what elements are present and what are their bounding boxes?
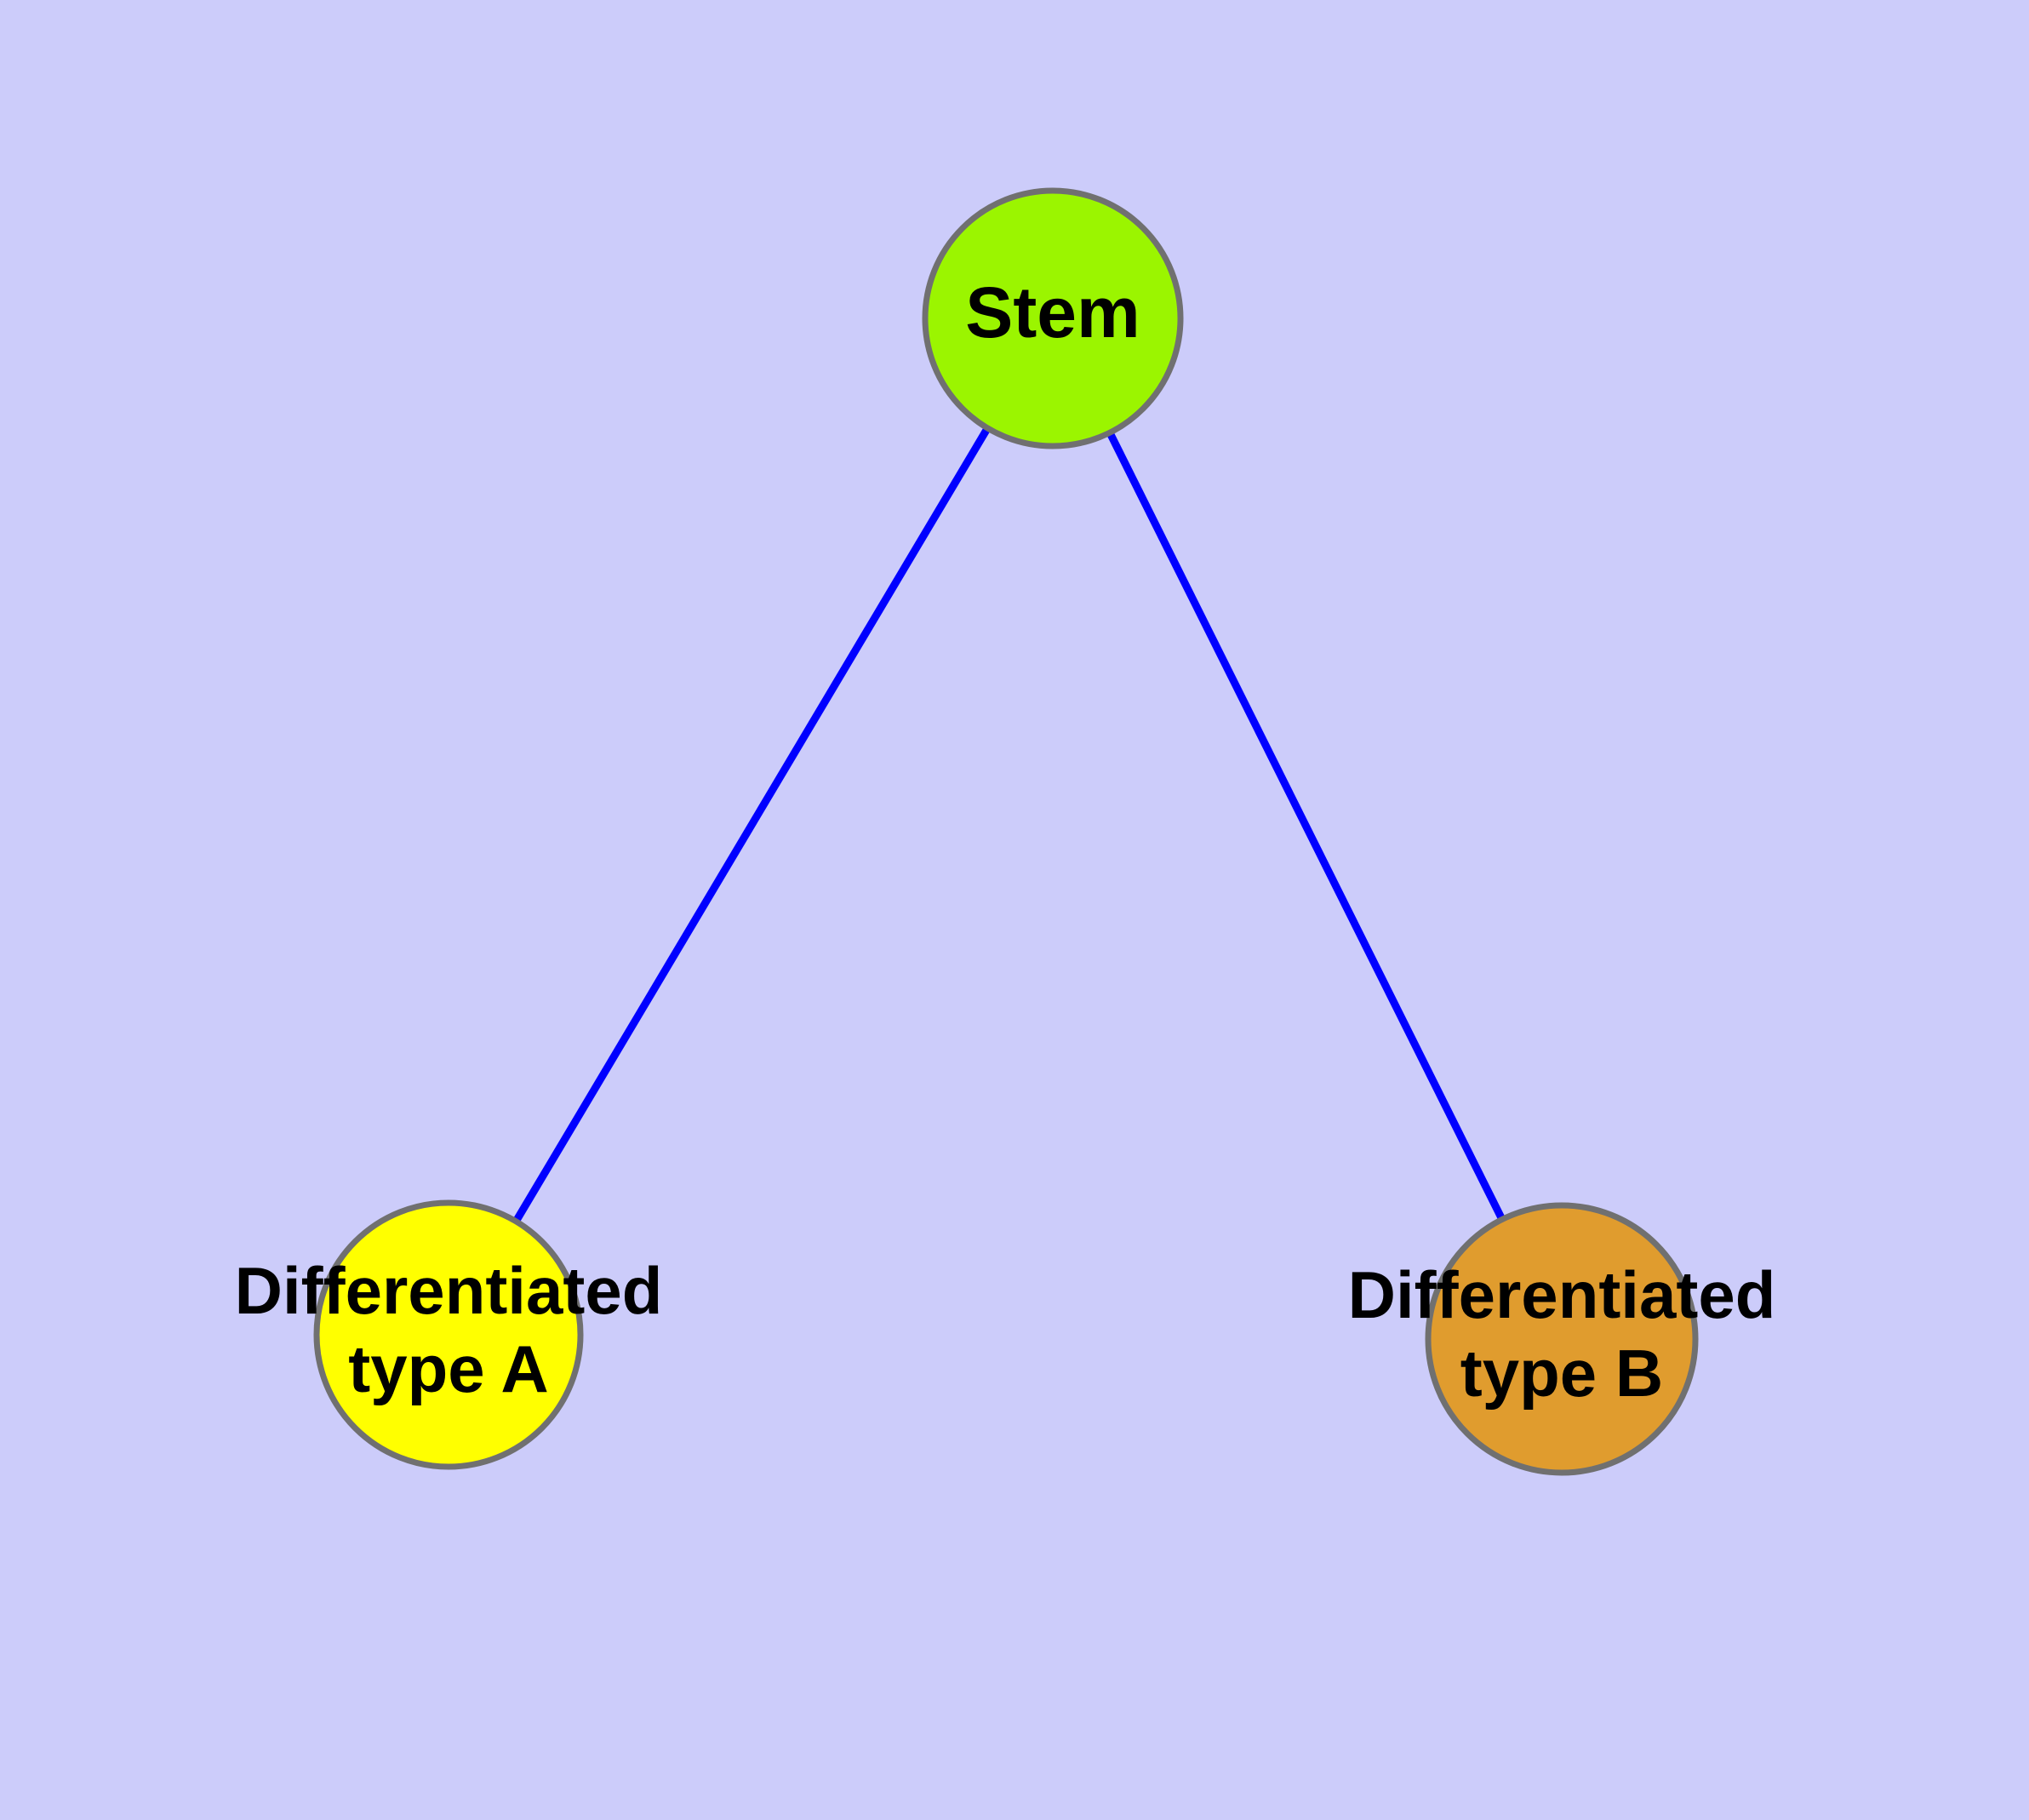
node-label-line: Stem [965,272,1140,352]
node-label-line: type A [348,1331,549,1406]
nodes-layer [313,187,1699,1476]
edge-stem-to-diff_a[interactable] [513,426,991,1222]
edge-stem-to-diff_b[interactable] [1106,432,1506,1221]
node-diff_a[interactable] [313,1199,584,1470]
edges-layer [513,426,1506,1222]
node-label-line: Differentiated [235,1253,663,1328]
node-diff_b[interactable] [1425,1202,1699,1476]
node-label-line: Differentiated [1348,1257,1776,1332]
node-label-stem: Stem [965,272,1140,352]
node-label-line: type B [1460,1336,1663,1411]
node-stem[interactable] [922,187,1184,449]
